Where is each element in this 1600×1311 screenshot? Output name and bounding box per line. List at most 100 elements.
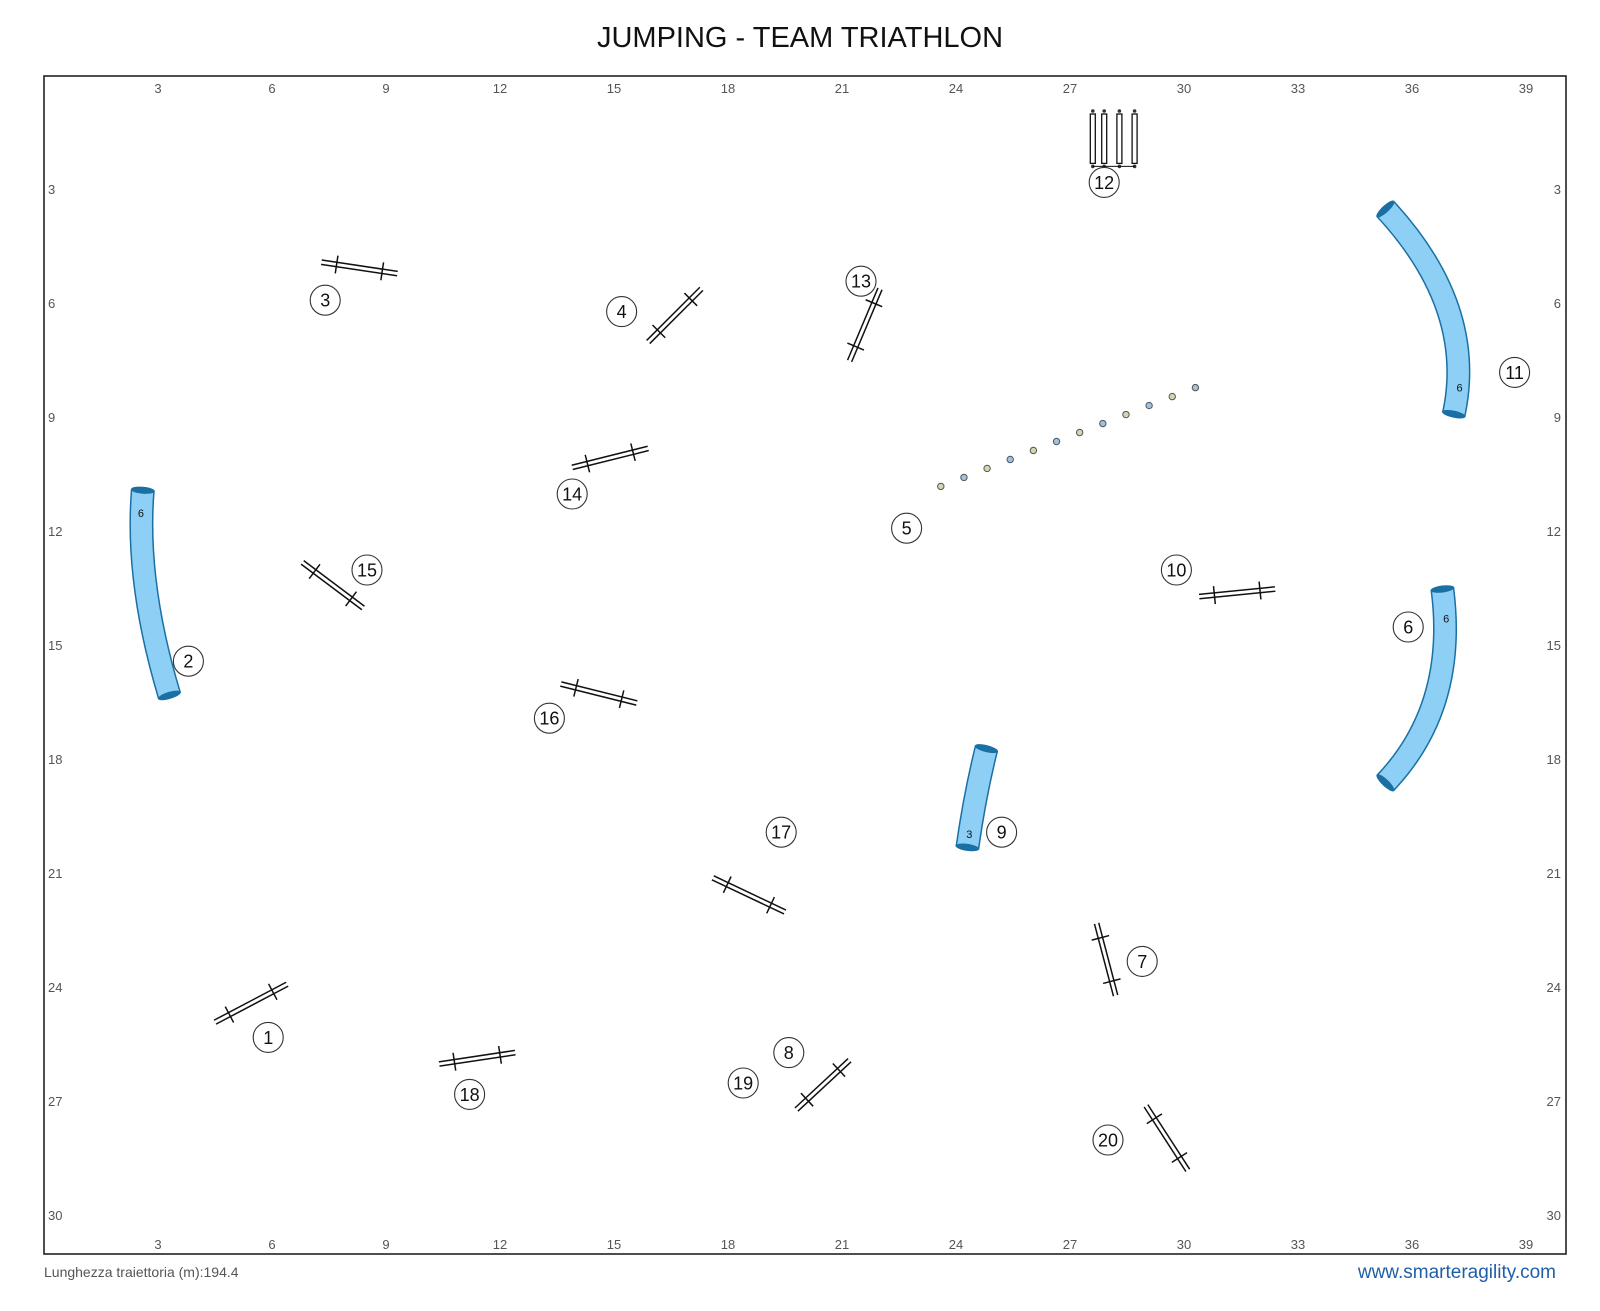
y-tick-label-left: 30 [48,1208,62,1223]
tire-post [1117,109,1122,113]
jump-wing [1102,978,1121,985]
tunnel-length-label: 6 [1456,383,1462,395]
obstacle-number-20: 20 [1092,1124,1124,1156]
number-text: 1 [263,1028,273,1048]
number-text: 11 [1505,363,1524,383]
number-text: 16 [539,709,559,729]
x-tick-label-top: 24 [949,81,963,96]
number-circle [172,645,204,677]
weave-pole [1099,419,1107,428]
x-tick-label-bottom: 36 [1405,1237,1419,1252]
number-circle [727,1067,759,1099]
number-circle [454,1078,486,1110]
number-text: 15 [357,561,377,581]
jump-18 [438,1045,516,1071]
tire-obstacle [1089,109,1138,169]
number-circle [606,296,638,328]
obstacle-number-8: 8 [773,1037,805,1069]
path-length-label: Lunghezza traiettoria (m):194.4 [44,1264,239,1280]
weave-pole [1168,392,1176,401]
obstacle-number-18: 18 [454,1078,486,1110]
jump-15 [300,560,365,611]
website-link[interactable]: www.smarteragility.com [1357,1262,1556,1283]
weave-pole [1122,410,1130,419]
jump-wing [452,1052,457,1071]
tunnel-opening [157,690,181,701]
x-tick-label-bottom: 6 [268,1237,275,1252]
number-text: 4 [617,302,627,322]
tunnel-opening [1442,409,1466,419]
number-circle [1392,611,1424,643]
number-circle [1160,554,1192,586]
jump-bar [572,449,649,471]
obstacle-number-9: 9 [986,816,1018,848]
jump-bar [1199,590,1276,600]
jump-16 [560,678,638,709]
number-text: 20 [1098,1131,1118,1151]
obstacle-number-15: 15 [351,554,383,586]
tunnel-opening [955,843,980,852]
number-text: 14 [562,485,582,505]
number-circle [351,554,383,586]
number-circle [1126,945,1158,977]
number-text: 6 [1403,618,1413,638]
jump-wing [1091,934,1110,941]
number-circle [845,265,877,297]
number-circle [891,512,923,544]
x-tick-label-top: 30 [1177,81,1191,96]
tire-panel [1131,113,1138,165]
jump-wing [865,299,883,308]
jump-wing [683,292,698,307]
jump-wing [1171,1151,1188,1163]
jumps [213,255,1276,1173]
weave-poles [937,383,1200,491]
number-text: 9 [997,823,1007,843]
obstacle-number-2: 2 [172,645,204,677]
y-tick-label-left: 9 [48,410,55,425]
jump-bar [1143,1106,1187,1173]
obstacle-number-10: 10 [1160,554,1192,586]
number-circle [1499,356,1531,388]
number-text: 5 [902,519,912,539]
tunnel-body [1377,201,1469,417]
tunnel: 3 [955,744,999,852]
jump-10 [1198,581,1276,605]
jump-wing [573,678,579,697]
x-tick-label-bottom: 39 [1519,1237,1533,1252]
tunnel-length-label: 3 [966,829,972,841]
field-ticks: 3366991212151518182121242427273030333336… [48,81,1561,1252]
x-tick-label-top: 27 [1063,81,1077,96]
weave-pole [1191,383,1200,392]
number-circle [1088,166,1120,198]
obstacle-number-7: 7 [1126,945,1158,977]
weave-pole [1052,437,1061,446]
jump-wing [832,1062,846,1078]
number-text: 13 [851,272,871,292]
x-tick-label-bottom: 9 [382,1237,389,1252]
y-tick-label-left: 24 [48,980,62,995]
y-tick-label-right: 21 [1547,866,1561,881]
y-tick-label-right: 6 [1554,296,1561,311]
obstacle-number-16: 16 [533,702,565,734]
x-tick-label-bottom: 12 [493,1237,507,1252]
obstacle-number-3: 3 [309,284,341,316]
number-circle [252,1021,284,1053]
y-tick-label-right: 27 [1547,1094,1561,1109]
jump-20 [1143,1104,1191,1173]
jump-4 [646,286,704,345]
jump-wing [224,1006,235,1023]
page-title: JUMPING - TEAM TRIATHLON [596,22,1004,54]
jump-bar [321,259,398,273]
jump-wing [308,563,321,580]
y-tick-label-right: 18 [1547,752,1561,767]
number-text: 8 [784,1043,794,1063]
tunnel: 6 [1376,200,1471,419]
jump-wing [651,324,666,339]
jump-bar [1093,923,1115,997]
y-tick-label-left: 6 [48,296,55,311]
jump-wing [584,454,591,473]
x-tick-label-bottom: 24 [949,1237,963,1252]
field-border [43,75,1567,1255]
jump-bar [561,681,638,702]
